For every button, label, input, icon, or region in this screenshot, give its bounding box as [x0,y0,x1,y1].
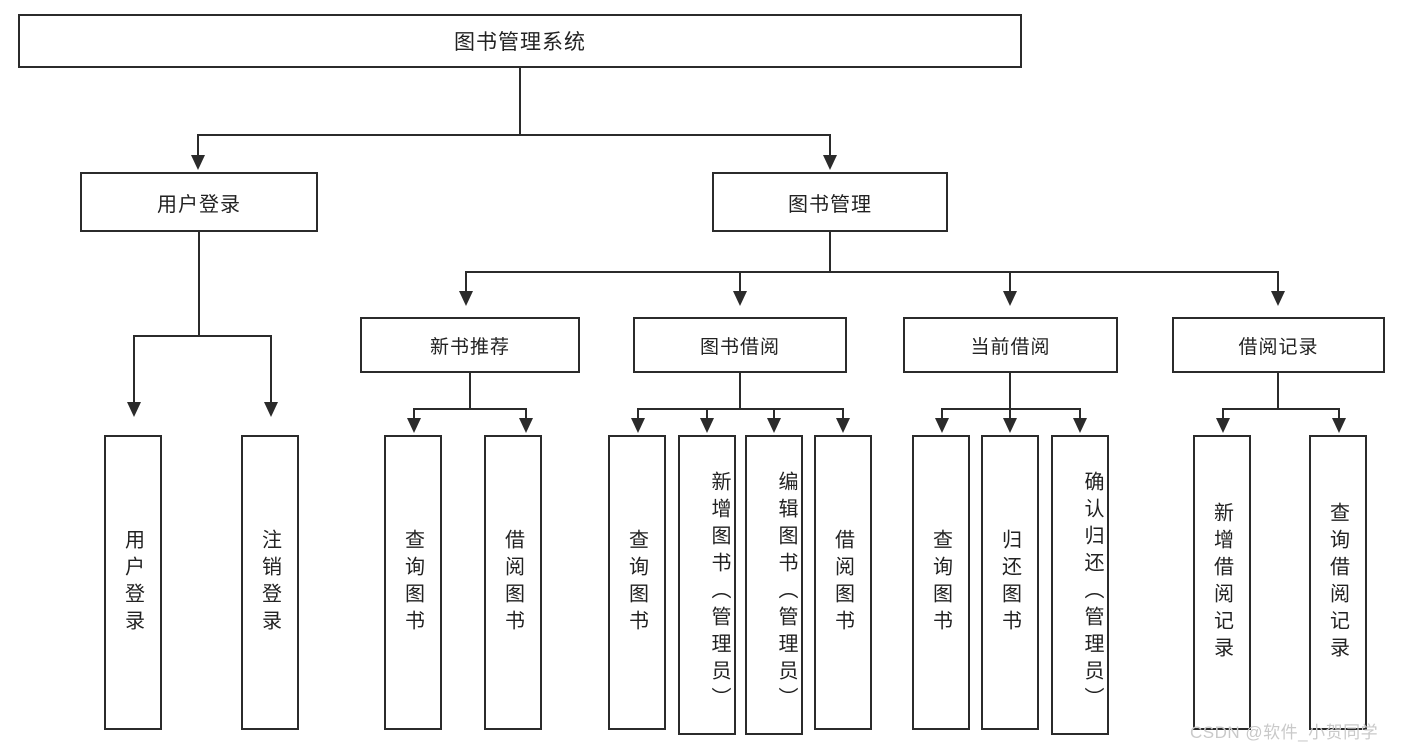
leaf-label: 确认归还（管理员） [1081,470,1103,714]
leaf-label: 归还图书 [998,528,1021,637]
connector-borrow-record-stem [1277,373,1279,409]
arrow-to-current-borrow [1003,291,1017,306]
connector-current-borrow-drop-3 [1079,408,1081,420]
connector-book-borrow-drop-1 [637,408,639,420]
arrow-to-book-borrow [733,291,747,306]
arrow-to-leaf-borrow-book-b [836,418,850,433]
arrow-to-leaf-query-book-c [935,418,949,433]
arrow-to-leaf-confirm-return [1073,418,1087,433]
leaf-add-book-admin[interactable]: 新增图书（管理员） [678,435,736,735]
node-root-system[interactable]: 图书管理系统 [18,14,1022,68]
leaf-logout[interactable]: 注销登录 [241,435,299,730]
connector-borrow-record-bus [1222,408,1339,410]
node-user-login[interactable]: 用户登录 [80,172,318,232]
node-new-book-recommend[interactable]: 新书推荐 [360,317,580,373]
connector-new-book-drop-2 [525,408,527,420]
arrow-to-leaf-user-login [127,402,141,417]
connector-level2-drop-3 [1009,271,1011,293]
leaf-label: 新增借阅记录 [1210,501,1233,664]
leaf-user-login[interactable]: 用户登录 [104,435,162,730]
connector-borrow-record-drop-2 [1338,408,1340,420]
connector-current-borrow-stem [1009,373,1011,409]
leaf-query-book-borrow[interactable]: 查询图书 [608,435,666,730]
node-label: 当前借阅 [970,336,1051,358]
connector-user-login-stem [198,232,200,336]
connector-level1-drop-right [829,134,831,157]
node-label: 图书管理 [788,193,872,216]
leaf-label: 查询图书 [401,528,424,637]
arrow-to-borrow-record [1271,291,1285,306]
connector-level2-drop-4 [1277,271,1279,293]
node-book-management[interactable]: 图书管理 [712,172,948,232]
node-label: 新书推荐 [429,336,510,358]
connector-level2-drop-2 [739,271,741,293]
connector-book-borrow-bus [637,408,843,410]
connector-new-book-bus [413,408,526,410]
leaf-return-book[interactable]: 归还图书 [981,435,1039,730]
connector-book-borrow-stem [739,373,741,409]
connector-borrow-record-drop-1 [1222,408,1224,420]
connector-current-borrow-drop-1 [941,408,943,420]
connector-root-stem [519,68,521,135]
arrow-to-leaf-add-record [1216,418,1230,433]
arrow-to-leaf-borrow-book-a [519,418,533,433]
arrow-to-leaf-query-book-b [631,418,645,433]
leaf-label: 查询借阅记录 [1326,501,1349,664]
csdn-watermark: CSDN @软件_小贺同学 [1190,723,1379,742]
arrow-to-book-management [823,155,837,170]
arrow-to-leaf-query-book-a [407,418,421,433]
arrow-to-leaf-edit-book [767,418,781,433]
connector-book-borrow-drop-4 [842,408,844,420]
connector-book-borrow-drop-2 [706,408,708,420]
leaf-label: 借阅图书 [501,528,524,637]
leaf-label: 用户登录 [121,528,144,637]
connector-level2-bus [465,271,1279,273]
arrow-to-new-book-recommend [459,291,473,306]
leaf-label: 注销登录 [258,528,281,637]
leaf-label: 新增图书（管理员） [708,470,730,714]
connector-current-borrow-drop-2 [1009,408,1011,420]
arrow-to-leaf-logout [264,402,278,417]
connector-level2-drop-1 [465,271,467,293]
connector-user-login-drop-2 [270,335,272,404]
leaf-label: 查询图书 [929,528,952,637]
arrow-to-user-login [191,155,205,170]
connector-level1-drop-left [197,134,199,157]
node-label: 借阅记录 [1238,336,1319,358]
connector-user-login-bus [133,335,271,337]
leaf-borrow-book[interactable]: 借阅图书 [814,435,872,730]
connector-book-management-stem [829,232,831,273]
arrow-to-leaf-add-book [700,418,714,433]
leaf-label: 查询图书 [625,528,648,637]
arrow-to-leaf-query-record [1332,418,1346,433]
leaf-confirm-return-admin[interactable]: 确认归还（管理员） [1051,435,1109,735]
connector-level1-bus [197,134,831,136]
leaf-edit-book-admin[interactable]: 编辑图书（管理员） [745,435,803,735]
leaf-borrow-book-recommend[interactable]: 借阅图书 [484,435,542,730]
node-label: 图书借阅 [699,336,780,358]
leaf-add-borrow-record[interactable]: 新增借阅记录 [1193,435,1251,730]
leaf-query-book-recommend[interactable]: 查询图书 [384,435,442,730]
connector-book-borrow-drop-3 [773,408,775,420]
node-borrow-record[interactable]: 借阅记录 [1172,317,1385,373]
leaf-query-book-current[interactable]: 查询图书 [912,435,970,730]
node-label: 用户登录 [157,193,241,216]
connector-user-login-drop-1 [133,335,135,404]
connector-new-book-drop-1 [413,408,415,420]
node-current-borrow[interactable]: 当前借阅 [903,317,1118,373]
leaf-label: 编辑图书（管理员） [775,470,797,714]
connector-new-book-stem [469,373,471,409]
leaf-label: 借阅图书 [831,528,854,637]
node-book-borrow[interactable]: 图书借阅 [633,317,847,373]
leaf-query-borrow-record[interactable]: 查询借阅记录 [1309,435,1367,730]
node-label: 图书管理系统 [454,31,586,54]
arrow-to-leaf-return-book [1003,418,1017,433]
